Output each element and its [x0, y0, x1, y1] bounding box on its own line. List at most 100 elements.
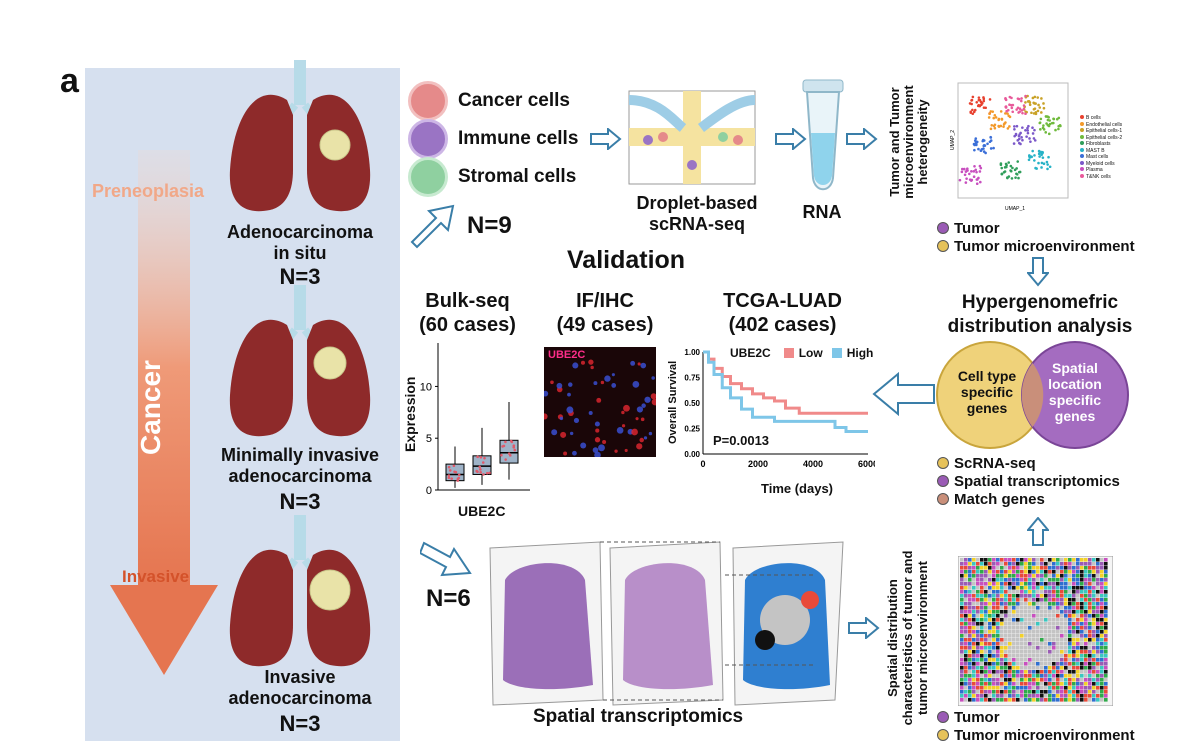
st-spot [968, 566, 972, 570]
st-spot [1004, 686, 1008, 690]
st-spot [1072, 686, 1076, 690]
umap-legend-item: Fibroblasts [1080, 141, 1122, 148]
st-spot [1024, 662, 1028, 666]
st-spot [1092, 606, 1096, 610]
st-spot [1088, 602, 1092, 606]
st-spot [1072, 618, 1076, 622]
st-spot [1064, 646, 1068, 650]
umap-point [1042, 128, 1046, 131]
umap-point [1017, 111, 1020, 114]
umap-legend-text: Mast cells [1086, 154, 1109, 160]
st-spot [1008, 606, 1012, 610]
st-spot [1004, 630, 1008, 634]
st-spot [1084, 606, 1088, 610]
st-spot [1008, 634, 1012, 638]
st-spot [1064, 662, 1068, 666]
st-spot [1008, 614, 1012, 618]
if-cell [598, 444, 605, 452]
st-spot [1028, 626, 1032, 630]
st-spot [964, 558, 968, 562]
st-spot [1024, 570, 1028, 574]
st-spot [1076, 562, 1080, 566]
st-spot [1092, 622, 1096, 626]
spatial-side-line1: Spatial distribution [885, 579, 900, 697]
n6-label: N=6 [426, 585, 471, 612]
st-spot [1000, 570, 1004, 574]
st-spot [1088, 606, 1092, 610]
st-spot [1012, 594, 1016, 598]
st-spot [1056, 630, 1060, 634]
st-spot [1064, 666, 1068, 670]
st-spot [1068, 670, 1072, 674]
st-spot [1052, 658, 1056, 662]
umap-point [1024, 94, 1027, 98]
st-spot [1012, 574, 1016, 578]
st-spot [964, 622, 968, 626]
slide-overlay [609, 541, 724, 706]
st-spot [968, 698, 972, 702]
st-spot [1064, 602, 1068, 606]
st-spot [1020, 618, 1024, 622]
st-spot [1080, 646, 1084, 650]
spatial-tm-legend: Tumor Tumor microenvironment [937, 708, 1135, 744]
st-spot [1020, 622, 1024, 626]
st-spot [1012, 690, 1016, 694]
umap-point [1040, 97, 1043, 100]
st-spot [1016, 622, 1020, 626]
st-spot [1016, 698, 1020, 702]
umap-point [982, 144, 986, 148]
st-spot [1080, 622, 1084, 626]
st-spot [1084, 622, 1088, 626]
st-spot [968, 658, 972, 662]
st-spot [1052, 586, 1056, 590]
st-spot [1004, 574, 1008, 578]
st-spot [980, 590, 984, 594]
umap-point [982, 150, 986, 153]
st-spot [988, 566, 992, 570]
st-spot [1056, 650, 1060, 654]
st-spot [1008, 598, 1012, 602]
st-spot [1080, 674, 1084, 678]
st-spot [1028, 670, 1032, 674]
st-spot [1072, 698, 1076, 702]
st-spot [972, 574, 976, 578]
st-spot [1004, 598, 1008, 602]
st-spot [1080, 574, 1084, 578]
validation-title: Validation [567, 246, 686, 274]
box-point [500, 453, 503, 457]
st-spot [1048, 658, 1052, 662]
st-spot [1040, 622, 1044, 626]
umap-tm-legend: Tumor Tumor microenvironment [937, 219, 1135, 255]
umap-point [1048, 122, 1052, 126]
st-spot [1004, 674, 1008, 678]
st-spot [968, 654, 972, 658]
umap-legend-dot-icon [1080, 141, 1084, 145]
st-spot [1004, 638, 1008, 642]
iac-n: N=3 [279, 711, 321, 736]
st-spot [984, 698, 988, 702]
umap-legend-dot-icon [1080, 128, 1084, 132]
st-spot [1080, 654, 1084, 658]
st-spot [1028, 562, 1032, 566]
st-spot [1004, 578, 1008, 582]
st-spot [1088, 582, 1092, 586]
st-spot [1080, 618, 1084, 622]
st-spot [1032, 662, 1036, 666]
umap-point [1032, 137, 1036, 140]
st-spot [1044, 690, 1048, 694]
if-cell [639, 437, 644, 443]
st-spot [1080, 634, 1084, 638]
st-spot [1016, 674, 1020, 678]
st-spot [996, 582, 1000, 586]
st-spot [1048, 650, 1052, 654]
st-spot [1028, 654, 1032, 658]
st-spot [1052, 654, 1056, 658]
st-spot [1048, 566, 1052, 570]
st-spot [1080, 678, 1084, 682]
st-spot [1104, 562, 1108, 566]
st-spot [1040, 626, 1044, 630]
st-spot [1036, 566, 1040, 570]
st-spot [1064, 610, 1068, 614]
st-spot [972, 602, 976, 606]
if-cell [560, 431, 567, 438]
